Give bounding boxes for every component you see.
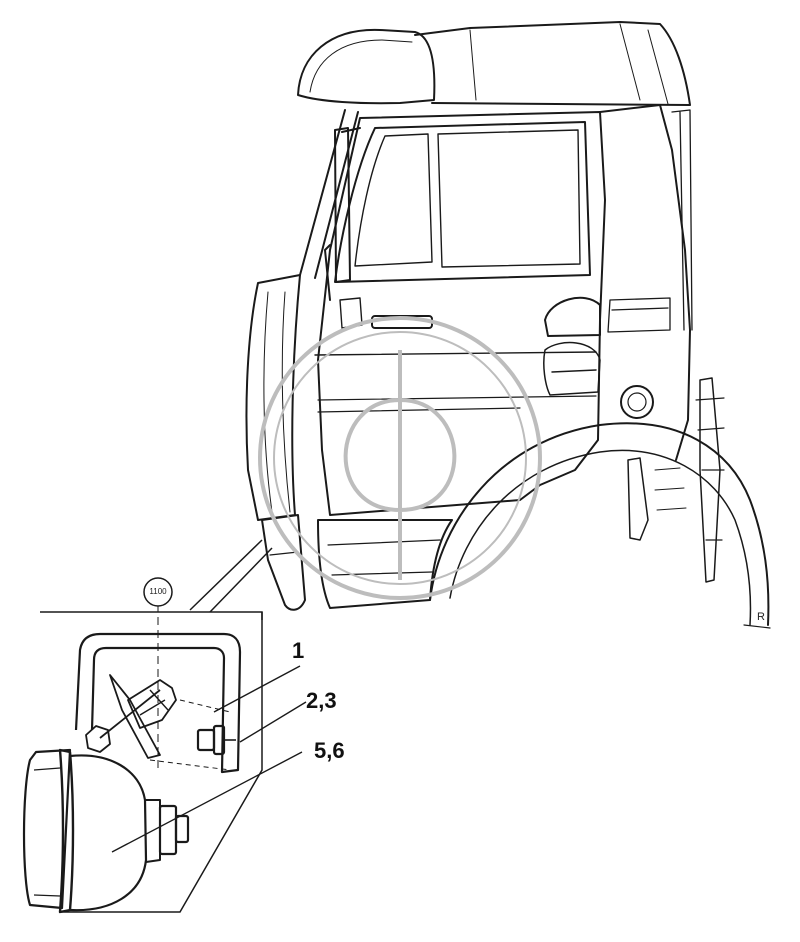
clamp-detail bbox=[140, 690, 168, 715]
bracket-bolt-shank bbox=[100, 690, 160, 738]
door-window-glass-2 bbox=[438, 130, 580, 267]
corner-mark: R bbox=[757, 611, 765, 623]
rear-bracket-detail bbox=[696, 398, 724, 540]
callout-5-6: 5,6 bbox=[314, 738, 345, 763]
clamp-body bbox=[128, 680, 176, 728]
step-cluster bbox=[544, 343, 600, 395]
door-window-glass bbox=[355, 134, 432, 266]
door-outline bbox=[318, 112, 605, 515]
chamber-stud bbox=[176, 816, 188, 842]
detail-badge-circle bbox=[144, 578, 172, 606]
leader-callout-5-6 bbox=[112, 752, 302, 852]
support-plate bbox=[110, 675, 160, 758]
rear-grab-handle bbox=[672, 110, 692, 330]
front-corner-detail bbox=[264, 292, 290, 512]
frame-rail bbox=[628, 458, 648, 540]
watermark-ring-inner bbox=[274, 332, 526, 584]
roof-spoiler-inner bbox=[310, 40, 412, 92]
watermark-logo bbox=[260, 318, 540, 598]
leader-callout-1 bbox=[214, 666, 300, 712]
fuel-filler bbox=[545, 298, 600, 336]
callout-1: 1 bbox=[292, 638, 305, 663]
detail-leaders bbox=[40, 540, 272, 912]
chamber-dome bbox=[70, 755, 146, 910]
wheel-arch-outer bbox=[430, 423, 768, 625]
bracket-bolt bbox=[86, 726, 110, 752]
frame-hatching bbox=[655, 468, 686, 510]
detail-view bbox=[24, 634, 306, 912]
wheel-arch-inner bbox=[450, 450, 750, 625]
cab-roof bbox=[415, 22, 690, 105]
chamber-nut bbox=[160, 806, 176, 854]
rear-wall-rib bbox=[608, 298, 670, 332]
detail-frame-top bbox=[40, 612, 262, 620]
nut bbox=[198, 730, 214, 750]
mirror bbox=[325, 128, 350, 300]
mudguard-lip bbox=[744, 625, 770, 628]
truck-cab bbox=[246, 22, 770, 628]
leader-line-right bbox=[210, 548, 272, 612]
mounting-bracket bbox=[76, 634, 240, 772]
side-marker-lamp-inner bbox=[628, 393, 646, 411]
chamber-housing bbox=[24, 750, 70, 908]
chamber-rim-line bbox=[34, 768, 60, 896]
door-window-frame bbox=[335, 122, 590, 282]
door-lower-crease bbox=[318, 396, 596, 412]
hidden-lines bbox=[150, 700, 230, 770]
door-belt-line bbox=[315, 352, 596, 355]
cab-roof-rib bbox=[470, 24, 668, 104]
detail-badge-label: 1100 bbox=[149, 587, 167, 596]
lower-step-inner bbox=[328, 540, 440, 575]
roof-spoiler bbox=[298, 30, 434, 103]
watermark-ring bbox=[260, 318, 540, 598]
leader-callout-2-3 bbox=[240, 702, 306, 742]
cab-rear-wall bbox=[600, 105, 690, 460]
rear-bracket bbox=[700, 378, 720, 582]
watermark-glyph bbox=[346, 350, 455, 580]
bumper-corner bbox=[262, 515, 305, 610]
detail-frame-right bbox=[60, 612, 262, 912]
bumper-corner-detail bbox=[270, 552, 298, 555]
callout-2-3: 2,3 bbox=[306, 688, 337, 713]
side-marker-lamp bbox=[621, 386, 653, 418]
leader-line-left bbox=[190, 540, 262, 610]
